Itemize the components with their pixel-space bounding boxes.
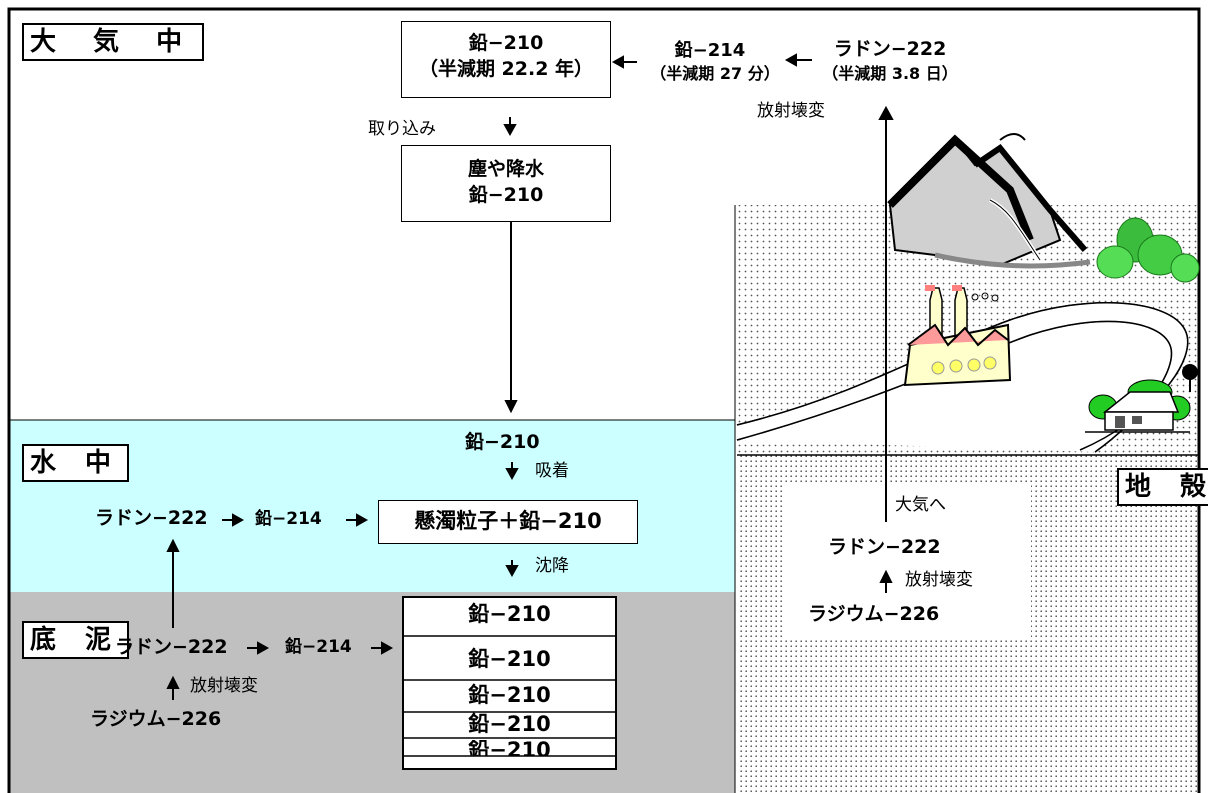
zone-label-water: 水 中 <box>22 444 130 482</box>
atmosphere-decay-label: 放射壊変 <box>757 101 825 121</box>
sediment-layer-1: 鉛−210 <box>468 602 551 626</box>
outer-frame <box>7 7 1201 793</box>
sediment-pb214: 鉛−214 <box>285 637 352 657</box>
zone-label-crust: 地 殻 <box>1117 468 1208 506</box>
arrow-settling <box>505 565 519 578</box>
rn222-name: ラドン−222 <box>833 38 947 60</box>
settling-label: 沈降 <box>535 556 569 576</box>
arrow-sed-decay <box>166 675 180 689</box>
sediment-radon: ラドン−222 <box>115 636 228 658</box>
factory-icon <box>903 285 1012 387</box>
sediment-layer-4: 鉛−210 <box>468 712 551 736</box>
dust-line2: 鉛−210 <box>468 184 544 206</box>
crust-inner-white <box>783 482 1031 640</box>
uptake-label: 取り込み <box>368 119 436 139</box>
pb214-name: 鉛−214 <box>674 40 746 61</box>
water-pb210: 鉛−210 <box>465 431 540 453</box>
sediment-layers <box>402 596 617 770</box>
arrow-water-rn-to-pb <box>232 513 245 527</box>
sediment-layer-5: 鉛−210 <box>468 740 551 756</box>
zone-label-atmosphere: 大 気 中 <box>22 23 205 61</box>
trees-icon <box>1096 217 1200 283</box>
dust-line1: 塵や降水 <box>467 158 544 180</box>
pb210-name: 鉛−210 <box>468 32 544 54</box>
arrow-sed-rn-to-pb <box>257 641 270 655</box>
sediment-layer-3: 鉛−210 <box>468 683 551 707</box>
water-pb214: 鉛−214 <box>255 509 322 529</box>
suspended-particle-box: 懸濁粒子＋鉛−210 <box>378 500 638 544</box>
arrow-uptake <box>503 124 517 137</box>
mountain-icon <box>887 133 1091 269</box>
particle-label: 懸濁粒子＋鉛−210 <box>414 509 602 533</box>
adsorption-label: 吸着 <box>535 461 569 481</box>
sediment-radium: ラジウム−226 <box>90 708 222 730</box>
house-icon <box>1085 364 1198 433</box>
pb214-halflife: （半減期 27 分） <box>650 64 780 83</box>
to-air-label: 大気へ <box>895 495 946 515</box>
arrow-adsorption <box>505 468 519 481</box>
crust-decay-label: 放射壊変 <box>905 570 973 590</box>
arrow-sed-pb-to-layers <box>381 641 394 655</box>
crust-radon: ラドン−222 <box>828 536 941 558</box>
arrow-crust-decay <box>879 569 893 583</box>
dust-precipitation-box: 塵や降水 鉛−210 <box>401 145 611 222</box>
arrow-water-pb-to-particle <box>356 513 369 527</box>
sediment-layer-2: 鉛−210 <box>468 647 551 671</box>
sediment-decay-label: 放射壊変 <box>190 676 258 696</box>
pb210-atmosphere-box: 鉛−210 （半減期 22.2 年） <box>401 21 611 98</box>
rn222-halflife: （半減期 3.8 日） <box>822 64 958 83</box>
pb210-halflife: （半減期 22.2 年） <box>418 58 594 80</box>
water-radon: ラドン−222 <box>95 507 208 529</box>
crust-radium: ラジウム−226 <box>808 603 940 625</box>
zone-label-sediment: 底 泥 <box>22 621 130 659</box>
